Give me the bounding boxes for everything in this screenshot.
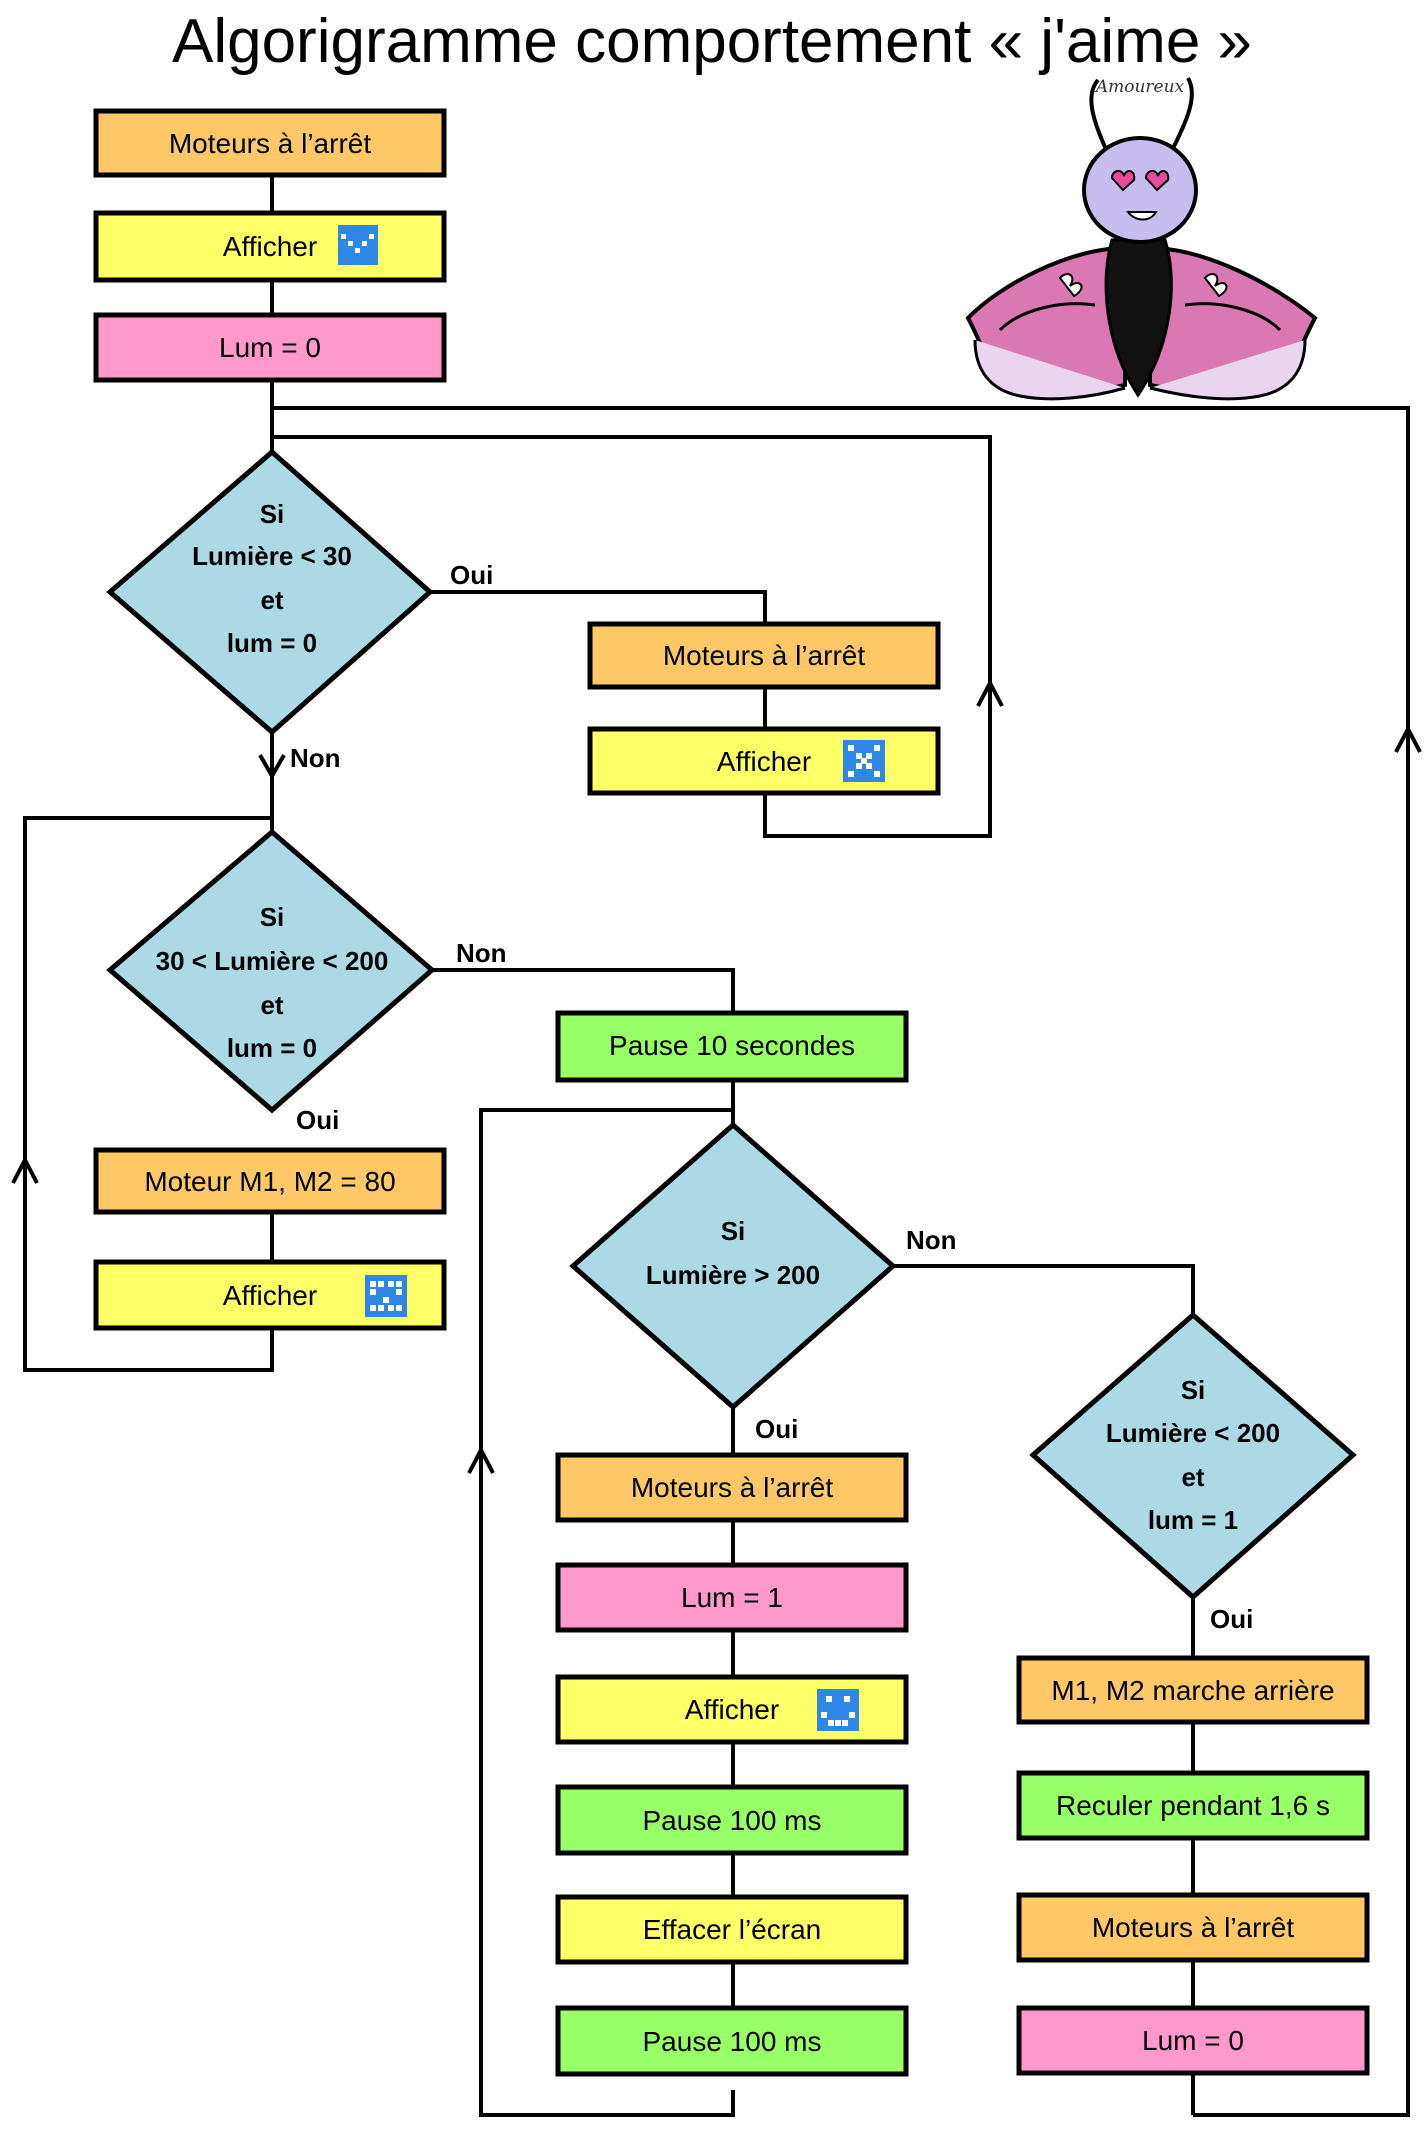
svg-text:Pause 10 secondes: Pause 10 secondes [609,1030,855,1061]
decision-d3: Si Lumière > 200 [569,1121,897,1411]
svg-text:Effacer l’écran: Effacer l’écran [643,1914,821,1945]
svg-text:Si: Si [260,902,285,932]
edge-label-d3-no: Non [906,1225,957,1255]
heart-led-icon [365,1275,407,1317]
action-box-b9: Moteurs à l’arrêt [555,1452,909,1523]
svg-text:et: et [260,585,283,615]
illustration-caption: Amoureux [1094,77,1185,97]
edge-label-d2-yes: Oui [296,1105,339,1135]
action-box-b3: Lum = 0 [93,312,447,383]
svg-text:Lumière > 200: Lumière > 200 [646,1260,820,1290]
svg-text:Lumière < 200: Lumière < 200 [1106,1418,1280,1448]
svg-text:Afficher: Afficher [717,746,811,777]
svg-text:M1, M2 marche arrière: M1, M2 marche arrière [1051,1675,1334,1706]
svg-text:Si: Si [721,1216,746,1246]
action-box-b17: Moteurs à l’arrêt [1016,1892,1370,1963]
happy-led-icon [817,1689,859,1731]
svg-text:30 < Lumière < 200: 30 < Lumière < 200 [156,946,389,976]
edge-label-d1-yes: Oui [450,560,493,590]
page-title: Algorigramme comportement « j'aime » [172,7,1252,76]
action-box-b5: Afficher [587,726,941,796]
action-box-b15: M1, M2 marche arrière [1016,1655,1370,1725]
check-led-icon [338,225,378,265]
svg-text:Si: Si [260,499,285,529]
action-box-b18: Lum = 0 [1016,2005,1370,2076]
action-box-b12: Pause 100 ms [555,1784,909,1856]
svg-text:Si: Si [1181,1375,1206,1405]
svg-text:Moteurs à l’arrêt: Moteurs à l’arrêt [1092,1912,1295,1943]
edge-label-d3-yes: Oui [755,1414,798,1444]
action-box-b13: Effacer l’écran [555,1894,909,1965]
action-box-b11: Afficher [555,1674,909,1745]
svg-text:Moteurs à l’arrêt: Moteurs à l’arrêt [631,1472,834,1503]
svg-text:lum = 0: lum = 0 [227,1033,317,1063]
connectors [11,175,1422,2117]
svg-text:Reculer pendant 1,6 s: Reculer pendant 1,6 s [1056,1790,1330,1821]
decision-d2: Si 30 < Lumière < 200 et lum = 0 [106,828,436,1114]
action-box-b8: Pause 10 secondes [555,1010,909,1083]
svg-text:lum = 1: lum = 1 [1148,1505,1238,1535]
edge-label-d2-no: Non [456,938,507,968]
svg-text:lum = 0: lum = 0 [227,628,317,658]
svg-text:Lumière < 30: Lumière < 30 [192,541,352,571]
svg-text:Afficher: Afficher [223,1280,317,1311]
edge-label-d1-no: Non [290,743,341,773]
edge-label-d4-yes: Oui [1210,1604,1253,1634]
svg-text:Lum = 0: Lum = 0 [219,332,321,363]
decision-d4: Si Lumière < 200 et lum = 1 [1029,1311,1357,1601]
moth-character-illustration: Amoureux [965,76,1318,401]
svg-text:Afficher: Afficher [685,1694,779,1725]
svg-text:Afficher: Afficher [223,231,317,262]
svg-text:et: et [1181,1462,1204,1492]
svg-text:Pause 100 ms: Pause 100 ms [643,1805,822,1836]
action-box-b16: Reculer pendant 1,6 s [1016,1770,1370,1841]
action-box-b1: Moteurs à l’arrêt [93,108,447,178]
svg-text:et: et [260,990,283,1020]
decision-d1: Si Lumière < 30 et lum = 0 [106,448,434,736]
action-box-b6: Moteur M1, M2 = 80 [93,1147,447,1215]
action-box-b2: Afficher [93,210,447,283]
svg-text:Pause 100 ms: Pause 100 ms [643,2026,822,2057]
cross-led-icon [843,740,885,782]
svg-text:Moteurs à l’arrêt: Moteurs à l’arrêt [169,128,372,159]
action-box-b10: Lum = 1 [555,1562,909,1633]
svg-text:Lum = 1: Lum = 1 [681,1582,783,1613]
action-box-b14: Pause 100 ms [555,2005,909,2077]
svg-text:Moteur M1, M2 = 80: Moteur M1, M2 = 80 [144,1166,395,1197]
action-box-b4: Moteurs à l’arrêt [587,621,941,690]
svg-text:Moteurs à l’arrêt: Moteurs à l’arrêt [663,640,866,671]
svg-text:Lum = 0: Lum = 0 [1142,2025,1244,2056]
